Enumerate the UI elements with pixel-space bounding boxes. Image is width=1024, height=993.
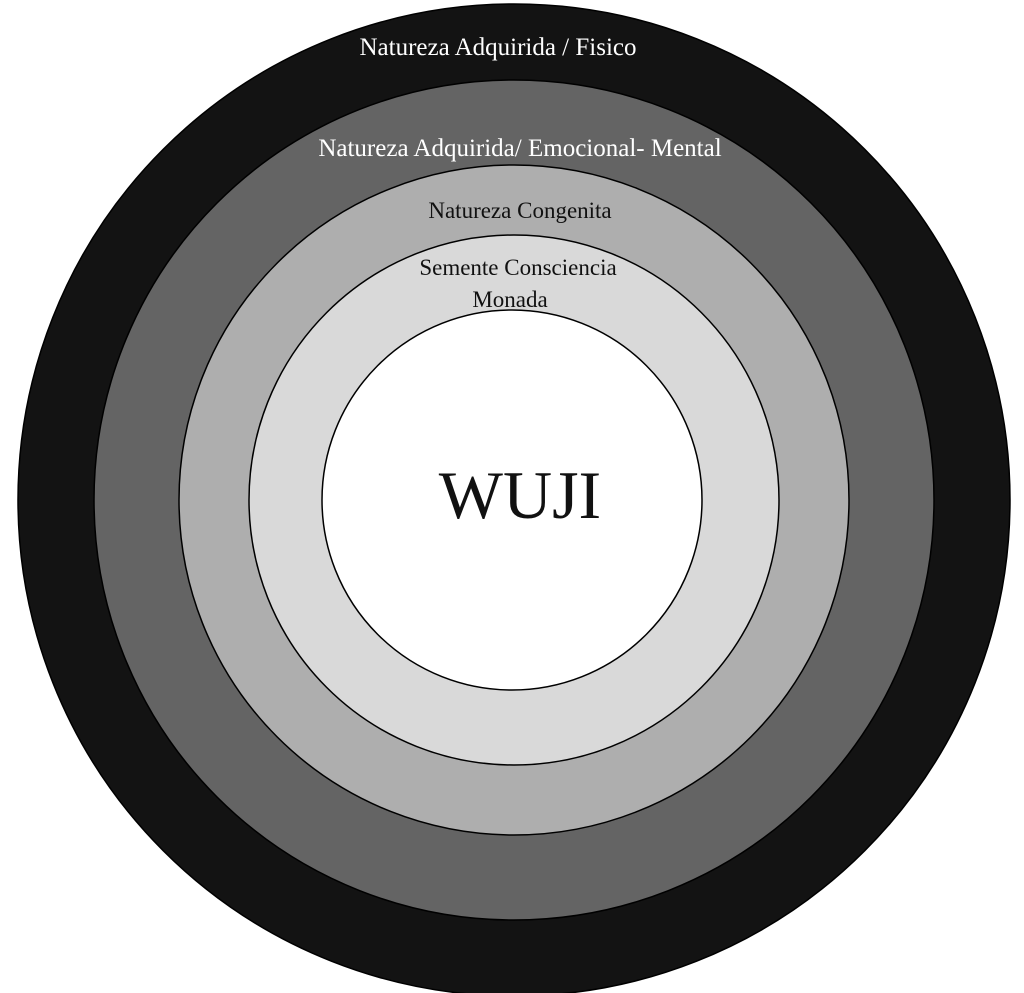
label-fisico: Natureza Adquirida / Fisico	[359, 34, 636, 61]
center-circle-wuji	[321, 309, 703, 691]
label-natureza-congenita: Natureza Congenita	[428, 198, 611, 223]
label-monada: Monada	[472, 287, 547, 312]
label-wuji: WUJI	[439, 457, 601, 533]
label-semente-consciencia: Semente Consciencia	[419, 255, 616, 280]
label-emocional-mental: Natureza Adquirida/ Emocional- Mental	[318, 135, 721, 162]
